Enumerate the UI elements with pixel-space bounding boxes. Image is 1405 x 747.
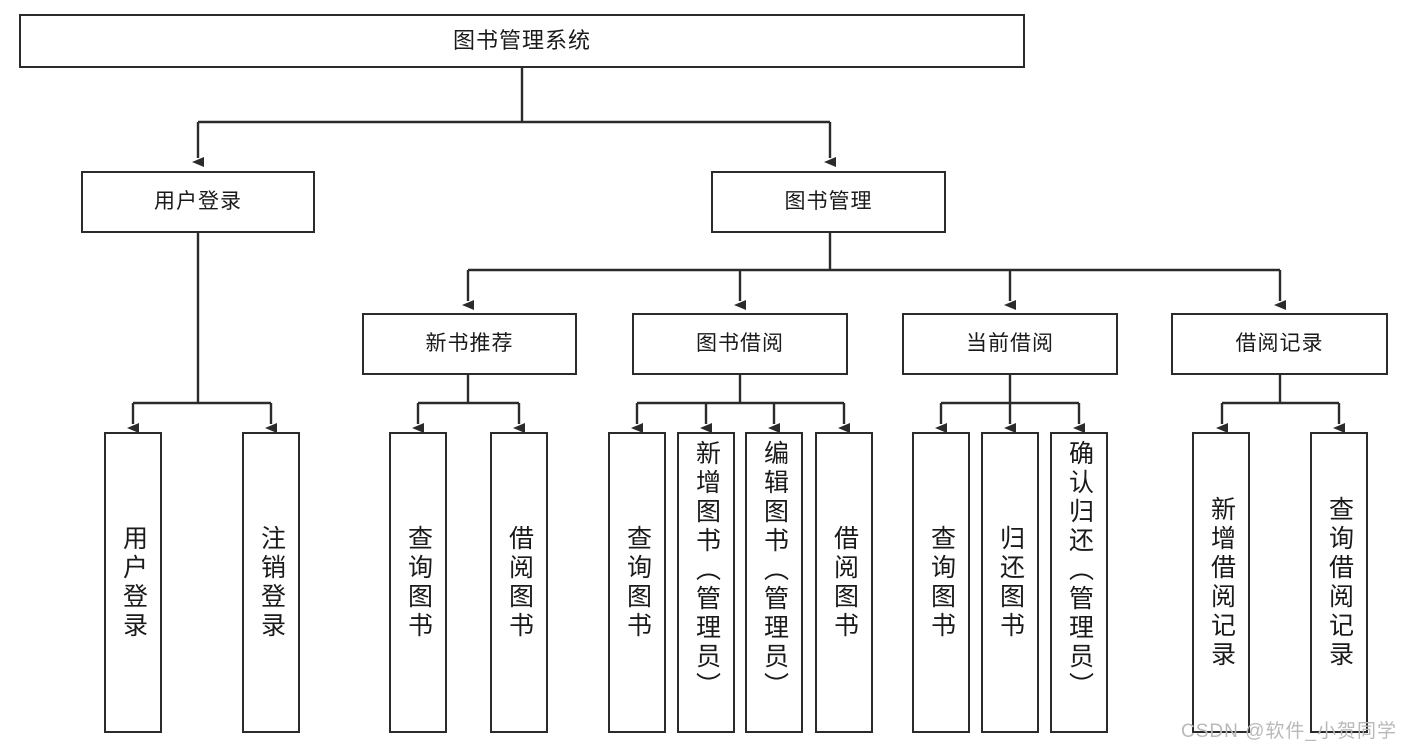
- node-borrow-record-label: 借阅记录: [1235, 331, 1324, 355]
- node-root[interactable]: 图书管理系统: [19, 14, 1025, 68]
- node-current-borrow-label: 当前借阅: [966, 331, 1054, 355]
- node-leaf-borrow-book-2-label: 借阅图书: [830, 524, 859, 641]
- node-leaf-query-record[interactable]: 查询借阅记录: [1310, 432, 1368, 733]
- node-current-borrow[interactable]: 当前借阅: [902, 313, 1118, 375]
- node-new-book-rec-label: 新书推荐: [425, 331, 514, 355]
- node-leaf-query-book-3[interactable]: 查询图书: [912, 432, 970, 733]
- node-leaf-return-book[interactable]: 归还图书: [981, 432, 1039, 733]
- node-leaf-logout-label: 注销登录: [257, 524, 286, 641]
- node-book-manage-label: 图书管理: [784, 189, 873, 213]
- node-leaf-query-book-2[interactable]: 查询图书: [608, 432, 666, 733]
- node-leaf-add-record-label: 新增借阅记录: [1207, 495, 1236, 670]
- node-borrow-record[interactable]: 借阅记录: [1171, 313, 1388, 375]
- node-leaf-borrow-book-1-label: 借阅图书: [505, 524, 534, 641]
- node-user-login-label: 用户登录: [154, 189, 242, 213]
- node-new-book-rec[interactable]: 新书推荐: [362, 313, 577, 375]
- node-leaf-add-book-label: 新增图书（管理员）: [692, 440, 721, 701]
- node-leaf-add-record[interactable]: 新增借阅记录: [1192, 432, 1250, 733]
- node-leaf-logout[interactable]: 注销登录: [242, 432, 300, 733]
- node-leaf-query-book-1[interactable]: 查询图书: [389, 432, 447, 733]
- node-leaf-query-book-2-label: 查询图书: [623, 524, 652, 641]
- node-leaf-borrow-book-1[interactable]: 借阅图书: [490, 432, 548, 733]
- node-leaf-query-book-3-label: 查询图书: [927, 524, 956, 641]
- node-user-login[interactable]: 用户登录: [81, 171, 315, 233]
- node-leaf-query-book-1-label: 查询图书: [404, 524, 433, 641]
- node-leaf-query-record-label: 查询借阅记录: [1325, 495, 1354, 670]
- node-root-label: 图书管理系统: [452, 28, 591, 54]
- node-book-manage[interactable]: 图书管理: [711, 171, 946, 233]
- node-leaf-return-book-label: 归还图书: [996, 524, 1025, 641]
- node-leaf-edit-book-label: 编辑图书（管理员）: [760, 440, 789, 701]
- node-leaf-add-book[interactable]: 新增图书（管理员）: [677, 432, 735, 733]
- node-leaf-edit-book[interactable]: 编辑图书（管理员）: [745, 432, 803, 733]
- node-leaf-confirm-return-label: 确认归还（管理员）: [1065, 440, 1094, 701]
- node-book-borrow[interactable]: 图书借阅: [632, 313, 848, 375]
- node-leaf-borrow-book-2[interactable]: 借阅图书: [815, 432, 873, 733]
- node-leaf-user-login-label: 用户登录: [119, 524, 148, 641]
- node-leaf-user-login[interactable]: 用户登录: [104, 432, 162, 733]
- node-leaf-confirm-return[interactable]: 确认归还（管理员）: [1050, 432, 1108, 733]
- node-book-borrow-label: 图书借阅: [696, 331, 784, 355]
